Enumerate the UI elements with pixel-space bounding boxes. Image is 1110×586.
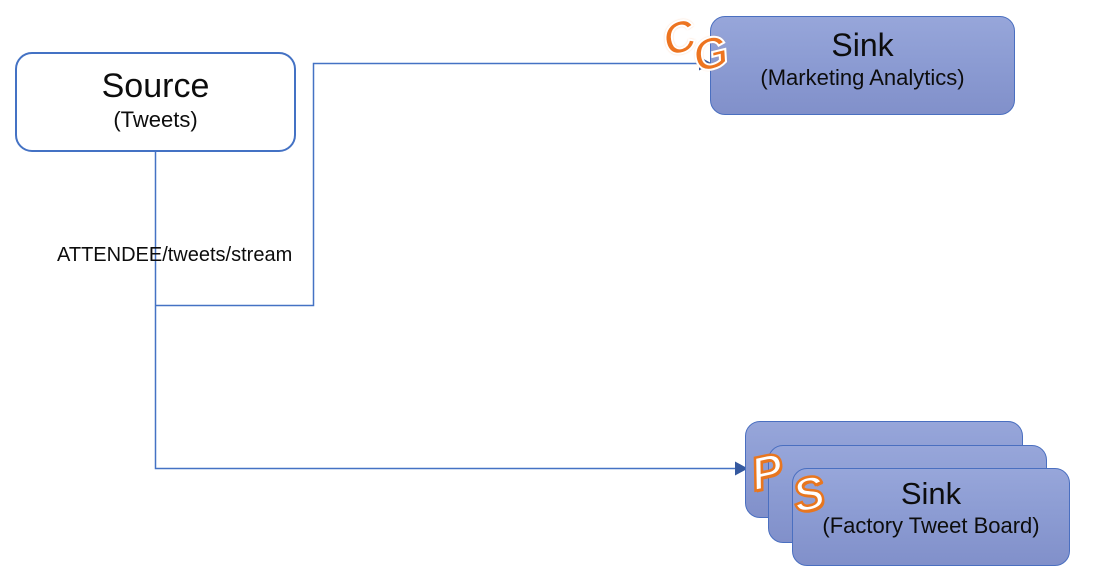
ps-badge-letter-s: S: [787, 463, 831, 524]
arrowhead-factory-icon: [735, 461, 748, 476]
topic-label: ATTENDEE/tweets/stream: [57, 244, 293, 266]
source-node[interactable]: Source (Tweets): [15, 52, 296, 152]
marketing-sink-title: Sink: [831, 27, 894, 63]
source-node-title: Source: [101, 67, 210, 105]
ps-badge-icon[interactable]: P S: [745, 441, 871, 524]
cg-badge-letter-g: G: [686, 24, 734, 84]
factory-sink-node[interactable]: Sink (Factory Tweet Board): [792, 468, 1070, 566]
connector-source-to-factory-sink: [154, 151, 742, 470]
arrowhead-marketing-icon: [699, 56, 712, 71]
cg-badge-icon[interactable]: C G: [655, 7, 773, 84]
ps-badge-letter-p: P: [745, 441, 789, 502]
source-node-subtitle: (Tweets): [113, 107, 198, 132]
factory-sink-subtitle: (Factory Tweet Board): [822, 513, 1040, 538]
marketing-sink-subtitle: (Marketing Analytics): [760, 65, 965, 90]
marketing-sink-node[interactable]: Sink (Marketing Analytics): [710, 16, 1015, 115]
connector-branch-to-marketing-sink: [155, 62, 704, 307]
factory-sink-title: Sink: [900, 476, 962, 511]
